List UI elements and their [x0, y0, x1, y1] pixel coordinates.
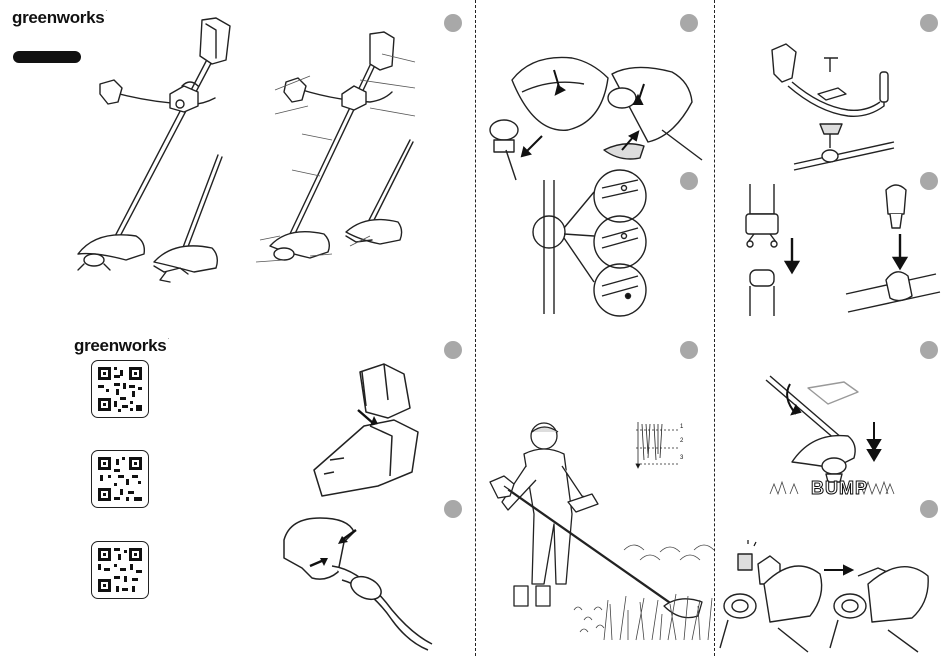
column-divider-2 [714, 0, 715, 656]
strap-hook-illustration [736, 180, 946, 330]
trimmer-overview-illustration [70, 10, 450, 300]
brand-logo-qr-text: greenworks [74, 336, 166, 355]
step-marker-3a [920, 14, 938, 32]
qr-code-3[interactable] [91, 541, 149, 599]
step-marker-2a [680, 14, 698, 32]
step-marker-3c [920, 341, 938, 359]
height-label-1: 1 [680, 424, 683, 430]
brand-logo-qr: greenworks· [74, 336, 169, 356]
qr-code-1[interactable] [91, 360, 149, 418]
height-label-2: 2 [680, 438, 683, 444]
step-marker-1b [444, 341, 462, 359]
battery-insert-illustration [300, 360, 440, 500]
step-marker-2b [680, 172, 698, 190]
spool-cover-illustration [718, 540, 938, 652]
qr-code-2[interactable] [91, 450, 149, 508]
trademark-mark-2: · [167, 336, 169, 342]
column-divider-1 [475, 0, 476, 656]
handle-switch-illustration [276, 510, 446, 650]
qr-pattern-3 [92, 542, 148, 598]
cutting-height-diagram [632, 418, 694, 474]
guard-assembly-illustration [482, 40, 702, 180]
bump-label: BUMP [811, 478, 868, 499]
shaft-coupler-illustration [528, 172, 658, 322]
step-marker-1c [444, 500, 462, 518]
qr-pattern-1 [92, 361, 148, 417]
step-marker-3d [920, 500, 938, 518]
height-label-3: 3 [680, 455, 683, 461]
handlebar-mount-illustration [768, 36, 898, 176]
step-marker-2c [680, 341, 698, 359]
qr-pattern-2 [92, 451, 148, 507]
